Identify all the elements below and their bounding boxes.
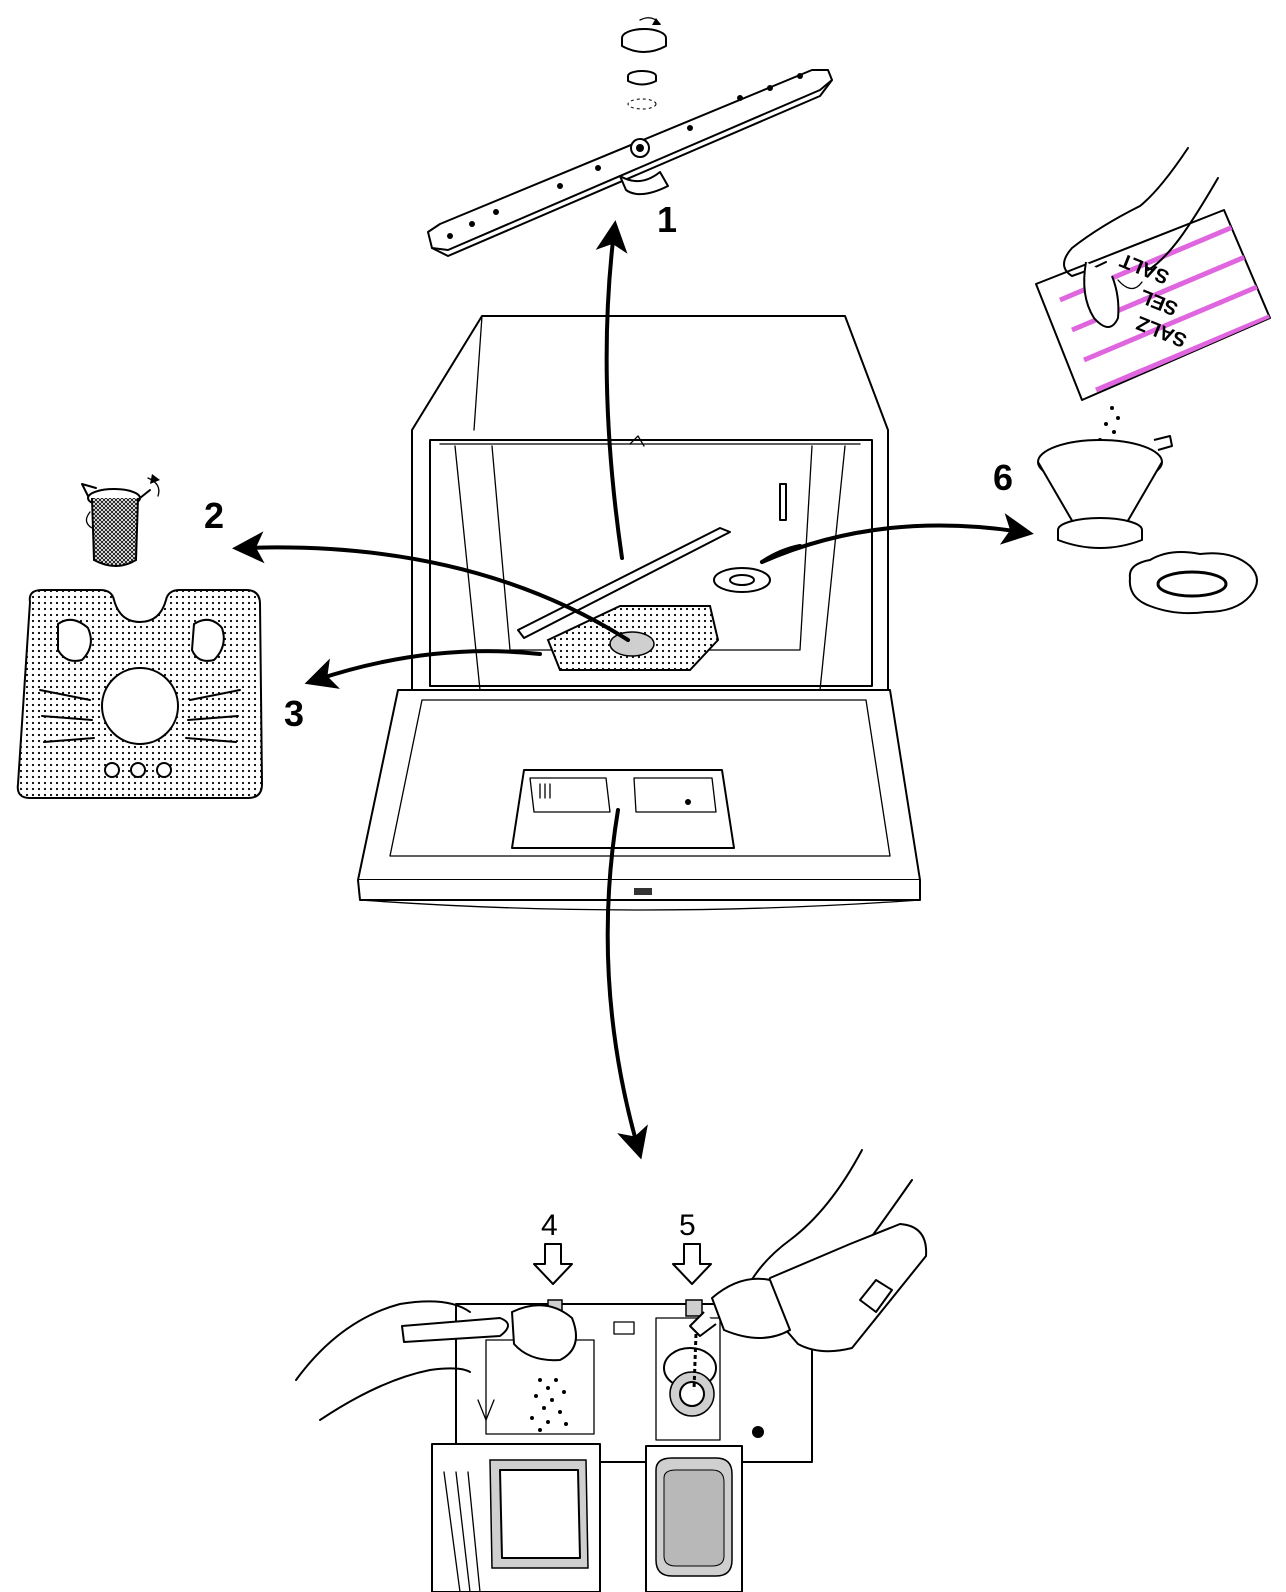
microfilter-icon	[81, 474, 160, 567]
arrow-to-microfilter-icon	[232, 531, 630, 642]
arrow-to-flat-filter-icon	[304, 649, 542, 689]
flat-filter-icon	[16, 589, 264, 799]
flat-filter-assembly: 3	[16, 589, 304, 799]
hand-with-scoop-icon	[295, 1300, 577, 1421]
callout-4-label: 4	[541, 1209, 558, 1242]
detergent-powder-icon	[530, 1378, 568, 1432]
arrow-to-dispenser-icon	[605, 808, 648, 1160]
down-arrow-5-icon	[672, 1243, 712, 1285]
spray-arm-washer-icon	[627, 70, 657, 110]
salt-cap-icon	[1128, 551, 1258, 615]
callout-1-label: 1	[657, 199, 677, 240]
hand-pouring-salt-icon	[1063, 147, 1219, 328]
dishwasher-icon	[357, 315, 921, 911]
hand-with-bottle-icon	[689, 1149, 928, 1391]
dispenser-closeup: 4 5	[295, 1149, 928, 1592]
rinse-aid-opening-icon	[663, 1347, 717, 1417]
detergent-lid-icon	[431, 1443, 601, 1592]
rinse-aid-lid-icon	[645, 1445, 743, 1592]
callout-3-label: 3	[284, 693, 304, 734]
microfilter-assembly: 2	[81, 474, 224, 567]
callout-2-label: 2	[204, 495, 224, 536]
callout-5-label: 5	[679, 1209, 696, 1242]
down-arrow-4-icon	[533, 1243, 573, 1285]
pointer-arrows	[232, 220, 1034, 1160]
salt-package-icon: SALZ SEL SALT	[1035, 209, 1271, 401]
arrow-to-spray-arm-icon	[595, 220, 628, 560]
callout-6-label: 6	[993, 457, 1013, 498]
salt-refill-assembly: SALZ SEL SALT	[993, 147, 1271, 615]
spray-arm-icon	[427, 69, 833, 257]
arrow-to-salt-container-icon	[760, 513, 1034, 564]
spray-arm-nut-icon	[621, 17, 667, 53]
spray-arm-assembly: 1	[427, 17, 833, 257]
salt-funnel-icon	[1037, 435, 1173, 549]
arrow-to-salt-start-icon	[760, 544, 802, 564]
